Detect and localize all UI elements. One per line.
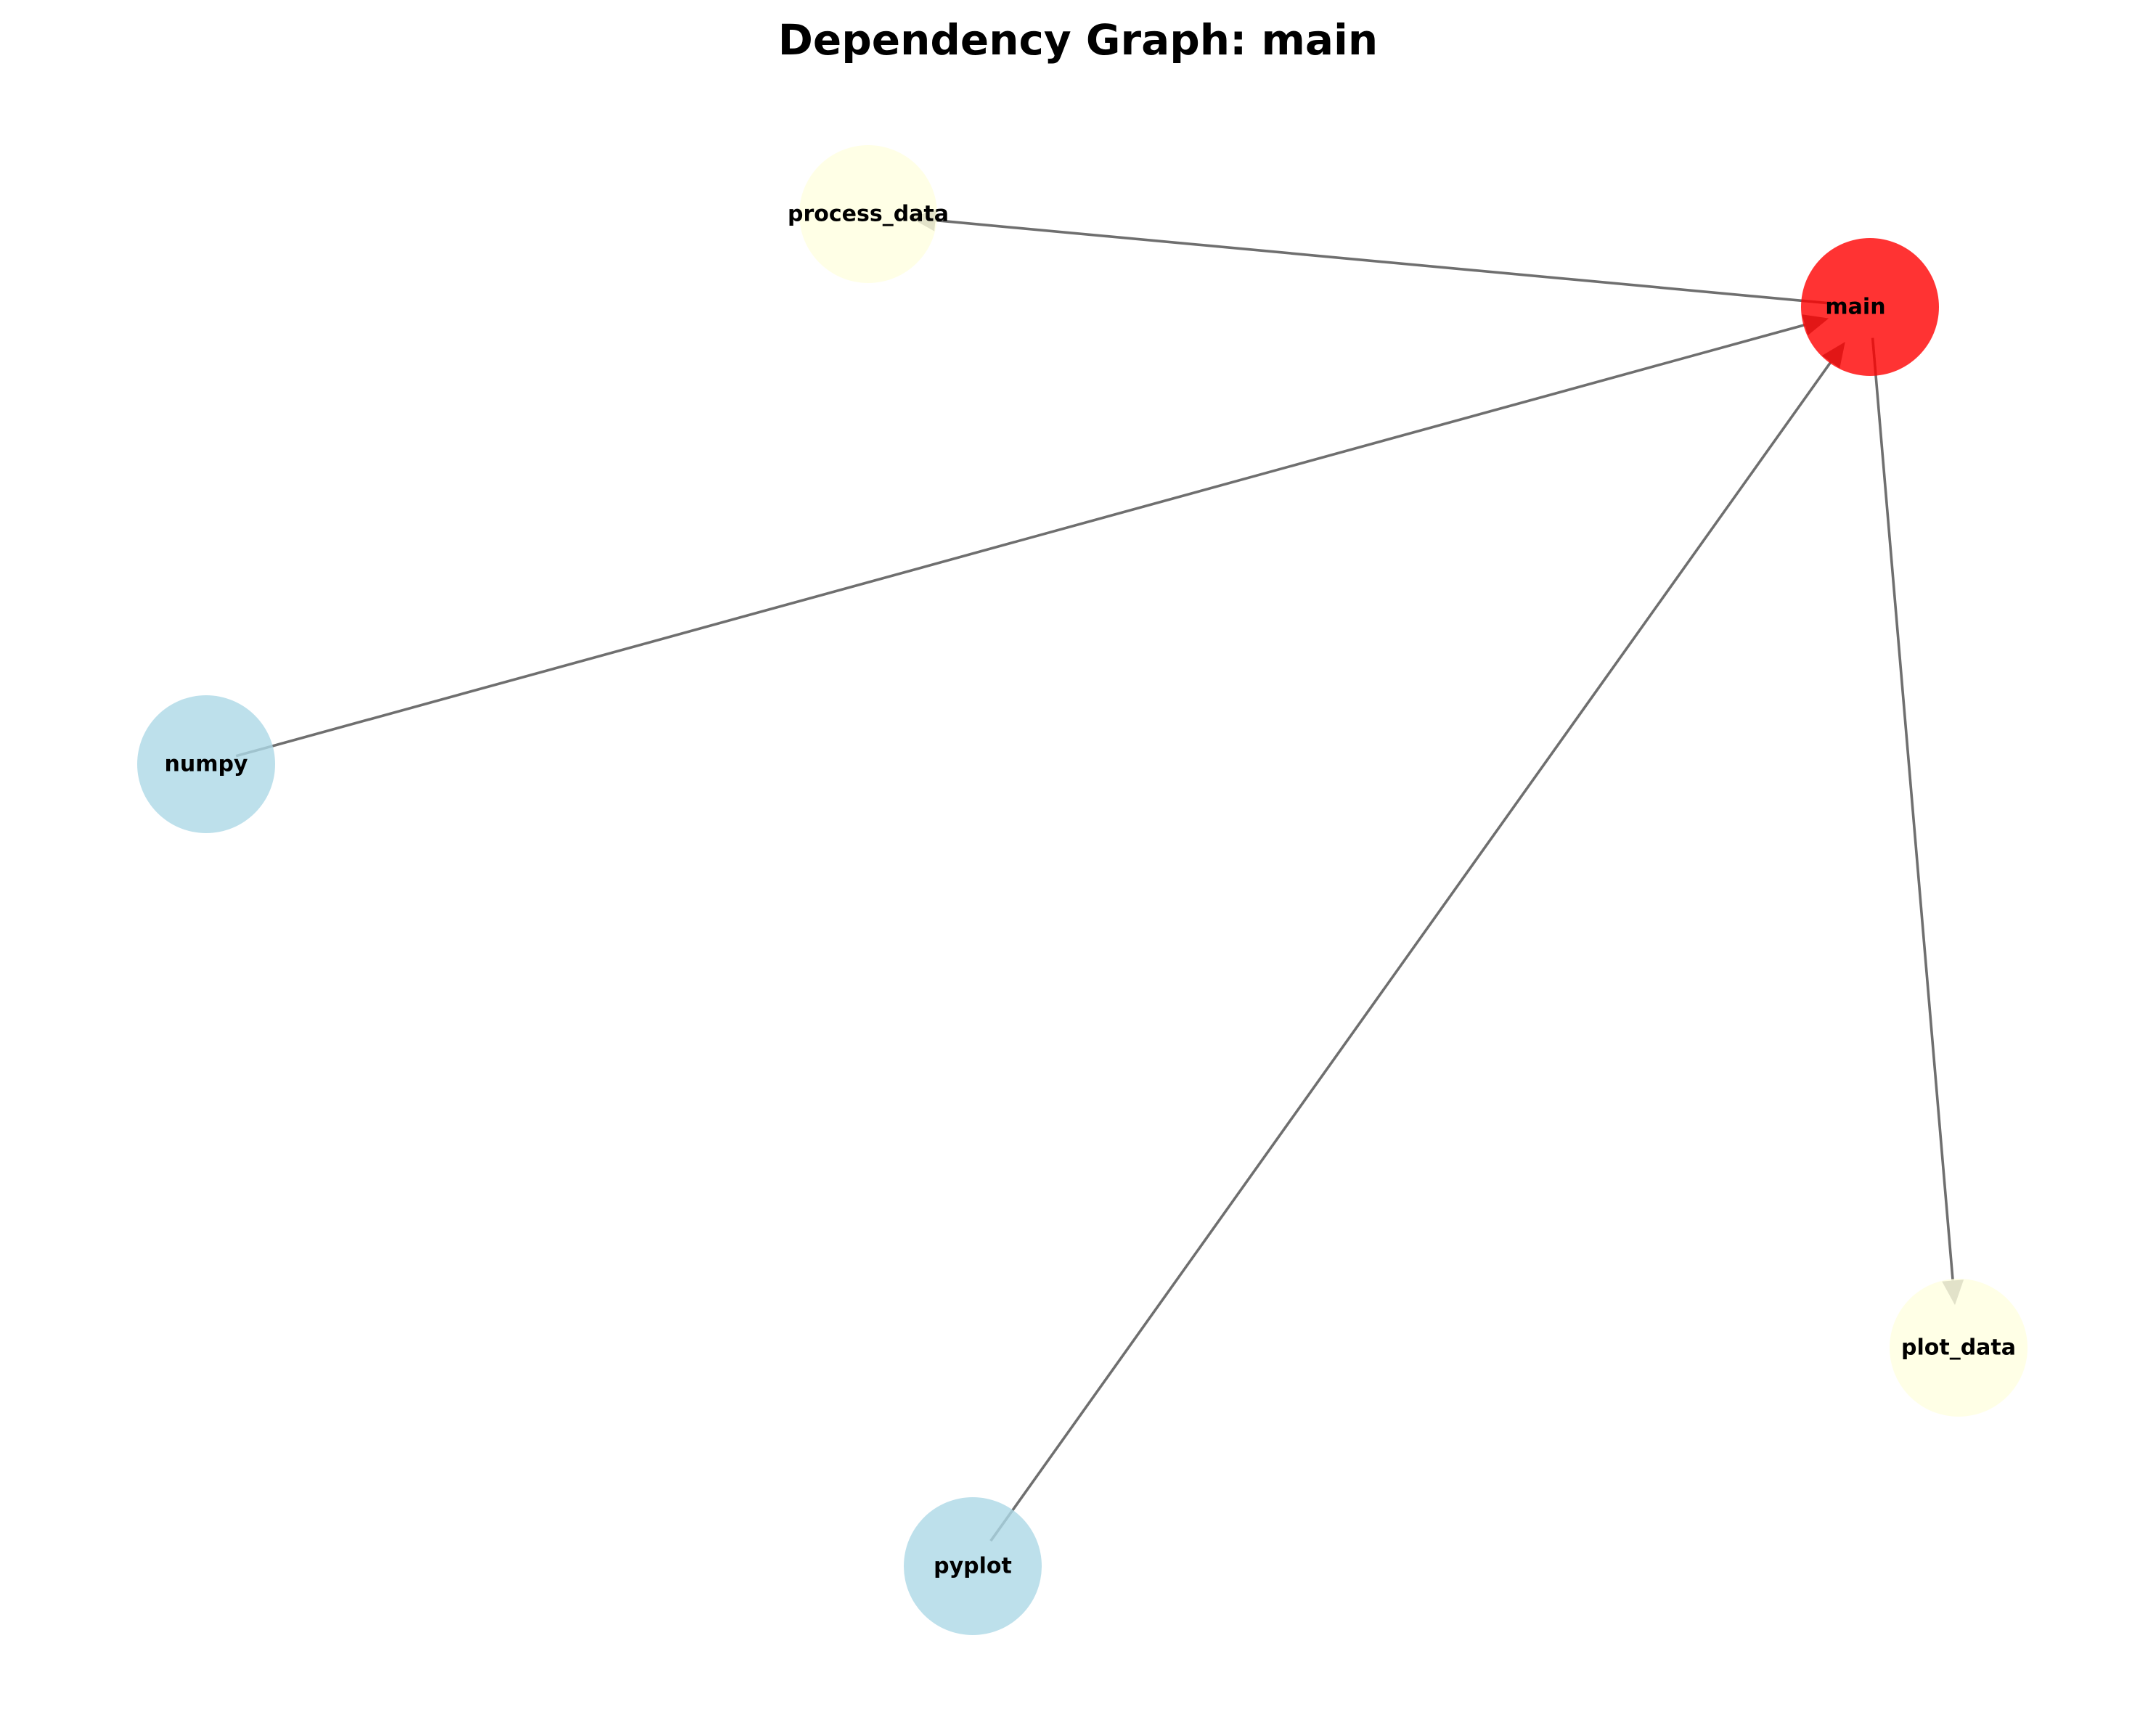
node-circle[interactable] xyxy=(137,695,275,833)
node-label: pyplot xyxy=(934,1554,1012,1579)
node-plot_data[interactable]: plot_data xyxy=(1890,1279,2028,1417)
edge-line xyxy=(235,323,1805,758)
node-label: numpy xyxy=(164,752,248,777)
node-main[interactable]: main xyxy=(1801,238,1939,376)
node-numpy[interactable]: numpy xyxy=(137,695,275,833)
graph-title: Dependency Graph: main xyxy=(778,15,1378,65)
node-circle[interactable] xyxy=(904,1497,1042,1635)
node-label: main xyxy=(1825,295,1885,320)
node-label: process_data xyxy=(788,202,949,227)
node-process_data[interactable]: process_data xyxy=(788,145,949,283)
edge-line xyxy=(935,218,1839,306)
node-circle[interactable] xyxy=(1890,1279,2028,1417)
node-pyplot[interactable]: pyplot xyxy=(904,1497,1042,1635)
edge-line xyxy=(1871,337,1954,1281)
edge-line xyxy=(989,361,1832,1542)
node-label: plot_data xyxy=(1901,1335,2016,1361)
node-circle[interactable] xyxy=(1801,238,1939,376)
node-circle[interactable] xyxy=(799,145,937,283)
